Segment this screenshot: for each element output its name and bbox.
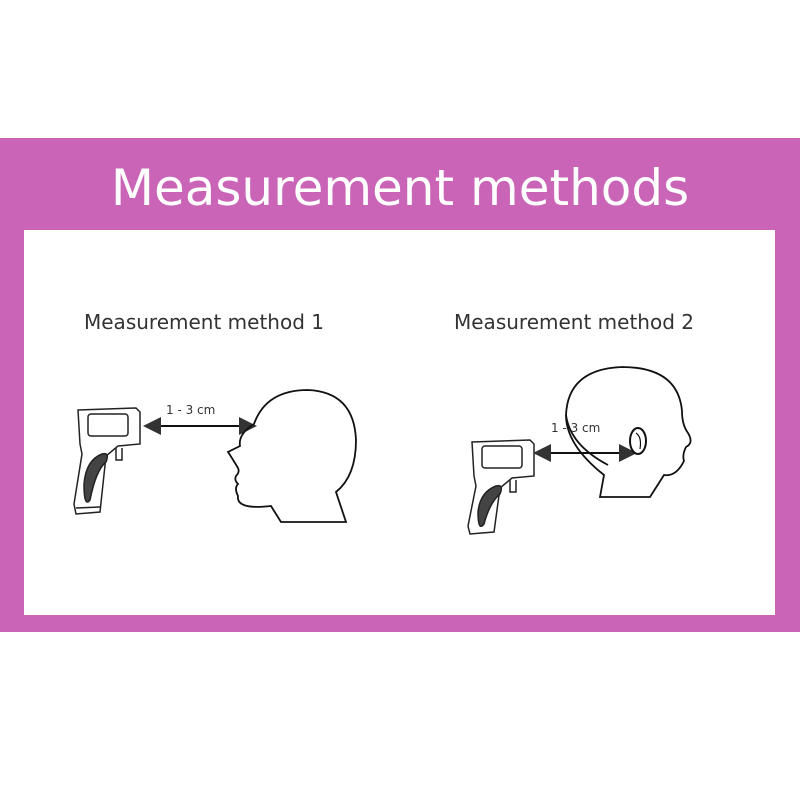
method-2-label: Measurement method 2 (454, 310, 694, 334)
thermometer-icon (467, 439, 535, 535)
distance-arrow (143, 417, 257, 435)
distance-label-2: 1 - 3 cm (551, 421, 601, 435)
distance-arrow (533, 444, 637, 462)
distance-label-1: 1 - 3 cm (166, 403, 216, 417)
head-ear-icon (565, 366, 692, 498)
head-forehead-icon (226, 389, 357, 523)
method-1-label: Measurement method 1 (84, 310, 324, 334)
diagram-panel (24, 230, 775, 615)
page-title: Measurement methods (110, 159, 690, 217)
thermometer-icon (73, 407, 141, 515)
